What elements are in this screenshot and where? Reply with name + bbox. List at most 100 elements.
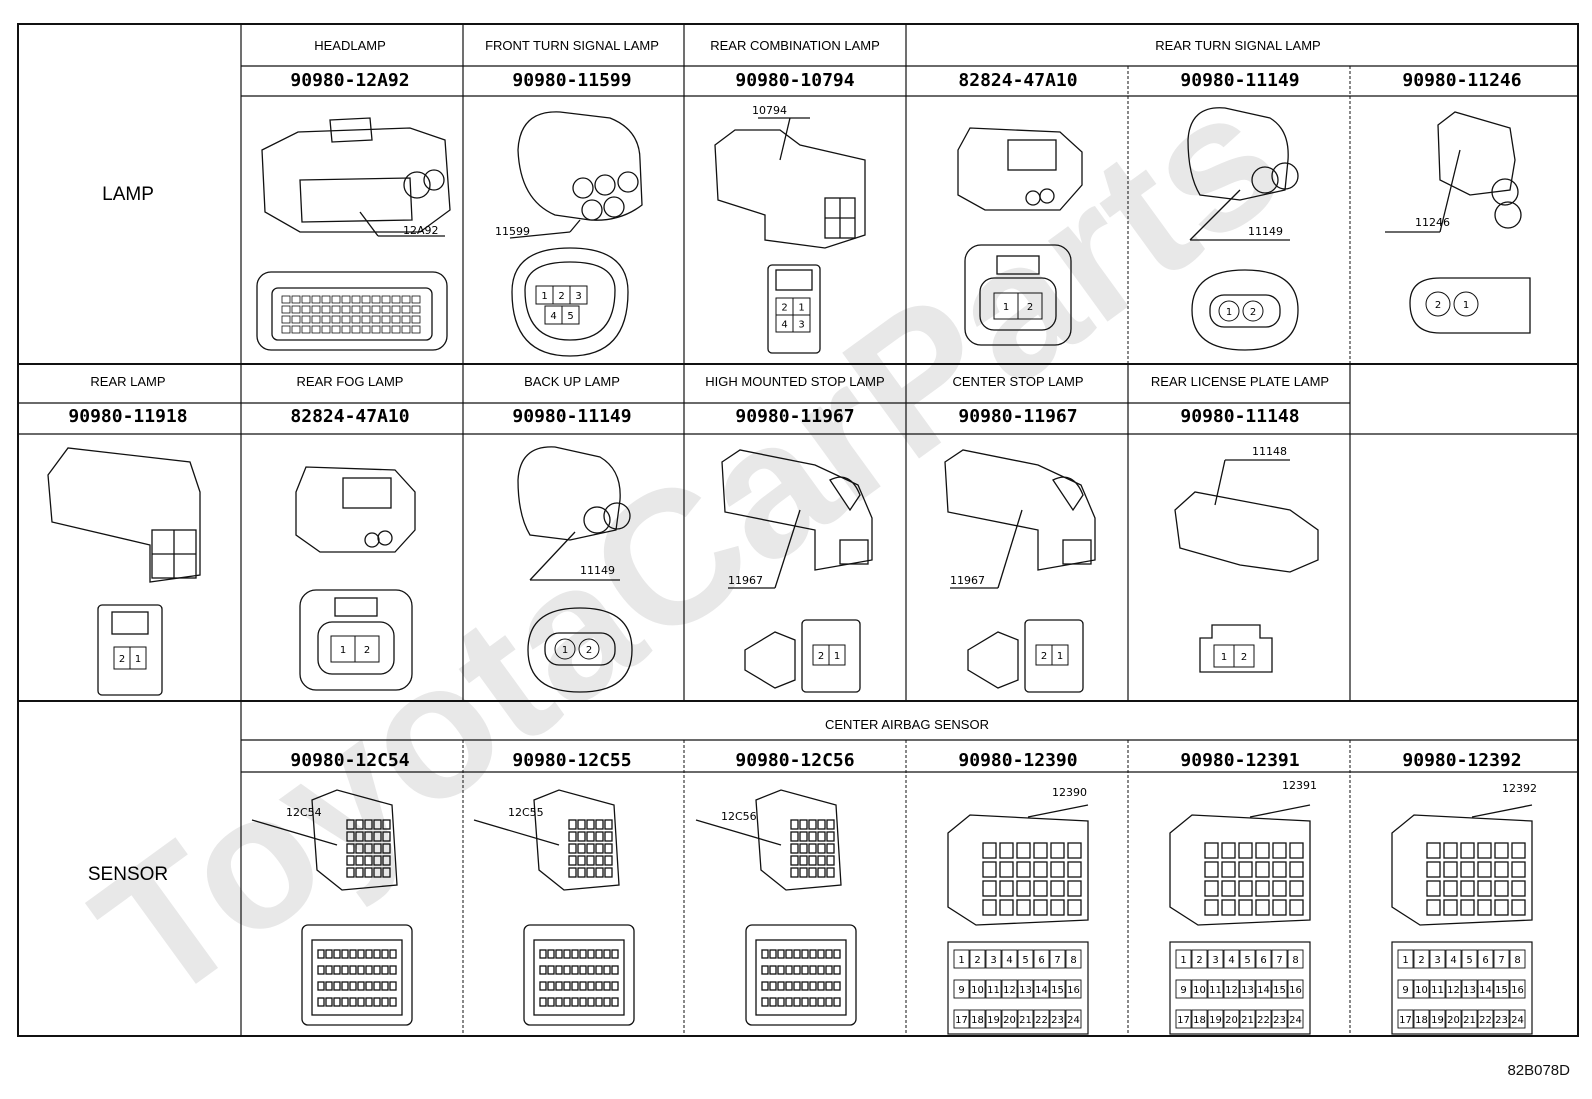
callout-line bbox=[1027, 804, 1089, 818]
connector-body bbox=[311, 789, 398, 891]
connector-face-inner bbox=[755, 939, 847, 1016]
pin-cell bbox=[579, 997, 587, 1007]
pin-cell bbox=[595, 965, 603, 975]
pin-cell bbox=[586, 843, 595, 854]
pin-cell bbox=[341, 315, 351, 324]
pin-cell bbox=[793, 949, 801, 959]
pin-cell bbox=[571, 949, 579, 959]
pin-cell bbox=[1287, 949, 1304, 969]
pin-number: 14 bbox=[1257, 985, 1270, 996]
pin-cell bbox=[291, 295, 301, 304]
pin-number: 11 bbox=[1209, 985, 1222, 996]
pin-cell bbox=[539, 997, 547, 1007]
pin-cell bbox=[346, 831, 355, 842]
pin-cell bbox=[331, 295, 341, 304]
pin-cell bbox=[817, 831, 826, 842]
pin-cell bbox=[1221, 899, 1236, 916]
pin-number: 4 bbox=[781, 320, 787, 331]
pin-cell bbox=[825, 981, 833, 991]
pin-cell bbox=[355, 819, 364, 830]
pin-number: 13 bbox=[1241, 985, 1254, 996]
pin-cell bbox=[1272, 899, 1287, 916]
pin-cell bbox=[1494, 861, 1509, 878]
pin-cell bbox=[1050, 861, 1065, 878]
pin-cell bbox=[1429, 949, 1446, 969]
pin-number: 2 bbox=[1027, 302, 1033, 313]
watermark: ToyotaCarParts bbox=[59, 48, 1317, 1043]
pin-grid bbox=[281, 295, 421, 334]
pin-cell bbox=[801, 981, 809, 991]
pin-number: 7 bbox=[1276, 955, 1282, 966]
pin-number: 20 bbox=[1447, 1015, 1460, 1026]
pin-cell bbox=[969, 949, 986, 969]
pin-cell bbox=[346, 855, 355, 866]
pin-cell bbox=[1016, 899, 1031, 916]
pin-cell bbox=[354, 635, 380, 663]
pin-cell bbox=[1255, 899, 1270, 916]
pin-cell bbox=[577, 819, 586, 830]
pin-cell bbox=[1016, 861, 1031, 878]
pin-cell bbox=[555, 997, 563, 1007]
pin-cell bbox=[1287, 1009, 1304, 1029]
pin-number: 1 bbox=[798, 303, 804, 314]
pin-cell bbox=[321, 325, 331, 334]
pin-number: 13 bbox=[1463, 985, 1476, 996]
pin-cell bbox=[364, 867, 373, 878]
pin-cell bbox=[381, 949, 389, 959]
pin-number: 10 bbox=[971, 985, 984, 996]
pin-cell bbox=[361, 315, 371, 324]
part-number: 90980-12C54 bbox=[290, 750, 409, 771]
pin-cell bbox=[539, 981, 547, 991]
pin-number: 1 bbox=[1402, 955, 1408, 966]
pin-cell bbox=[1287, 979, 1304, 999]
pin-number: 2 bbox=[974, 955, 980, 966]
pin-cell bbox=[547, 981, 555, 991]
pin-cell bbox=[333, 949, 341, 959]
pin-number: 2 bbox=[1041, 651, 1047, 662]
pin-number: 5 bbox=[1022, 955, 1028, 966]
pin-cell bbox=[351, 305, 361, 314]
pin-cell bbox=[563, 981, 571, 991]
pin-cell bbox=[311, 295, 321, 304]
part-number: 90980-11149 bbox=[1180, 70, 1299, 91]
pin-cell bbox=[817, 965, 825, 975]
pin-cell bbox=[281, 295, 291, 304]
pin-cell bbox=[604, 855, 613, 866]
pin-cell bbox=[611, 981, 619, 991]
part-number: 90980-11246 bbox=[1402, 70, 1521, 91]
pin-cell bbox=[547, 997, 555, 1007]
pin-cell bbox=[1443, 842, 1458, 859]
pin-cell bbox=[568, 867, 577, 878]
pin-cell bbox=[281, 325, 291, 334]
pin-cell bbox=[1509, 1009, 1526, 1029]
pin-cell bbox=[1017, 979, 1034, 999]
pin-cell bbox=[761, 981, 769, 991]
pin-cell bbox=[1255, 842, 1270, 859]
callout-label: 12391 bbox=[1282, 779, 1317, 792]
connector-body bbox=[533, 789, 620, 891]
pin-number: 1 bbox=[958, 955, 964, 966]
pin-cell bbox=[826, 867, 835, 878]
part-number: 82824-47A10 bbox=[290, 406, 409, 427]
part-number: 90980-10794 bbox=[735, 70, 854, 91]
pin-cell bbox=[401, 315, 411, 324]
pin-cell bbox=[381, 305, 391, 314]
part-number: 90980-12392 bbox=[1402, 750, 1521, 771]
pin-cell bbox=[1271, 949, 1288, 969]
callout-label: 10794 bbox=[752, 104, 787, 117]
callout-label: 12C54 bbox=[286, 806, 322, 819]
pin-cell bbox=[1445, 949, 1462, 969]
pin-number: 2 bbox=[1418, 955, 1424, 966]
pin-cell bbox=[1239, 949, 1256, 969]
pin-cell bbox=[1033, 949, 1050, 969]
pin-cell bbox=[1001, 979, 1018, 999]
pin-cell bbox=[595, 981, 603, 991]
pin-cell bbox=[790, 819, 799, 830]
pin-cell bbox=[382, 867, 391, 878]
group-header-high-mounted-stop-lamp: HIGH MOUNTED STOP LAMP bbox=[705, 374, 884, 389]
pin-cell bbox=[586, 867, 595, 878]
pin-number: 1 bbox=[1463, 300, 1469, 311]
pin-number: 8 bbox=[1292, 955, 1298, 966]
